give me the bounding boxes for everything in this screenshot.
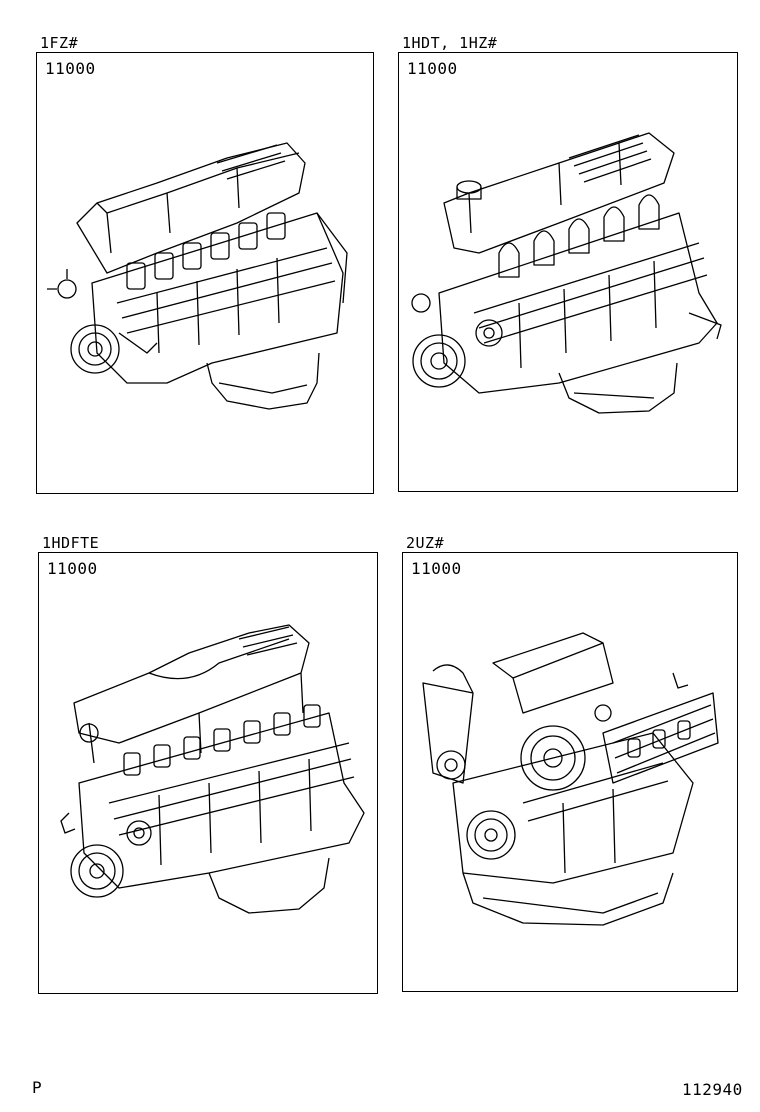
part-number: 11000 (411, 559, 462, 578)
engine-panel-2uz: 11000 (402, 552, 738, 992)
page-code: P (32, 1078, 42, 1097)
engine-label-2uz: 2UZ# (406, 534, 445, 552)
engine-label-1hdfte: 1HDFTE (42, 534, 100, 552)
engine-label-1fz: 1FZ# (40, 34, 79, 52)
inline-six-diesel-engine-illustration (399, 53, 737, 491)
part-number: 11000 (407, 59, 458, 78)
inline-six-turbo-diesel-engine-illustration (39, 553, 377, 993)
inline-six-engine-illustration (37, 53, 373, 493)
v8-engine-illustration (403, 553, 737, 991)
engine-panel-1hdfte: 11000 (38, 552, 378, 994)
illustration-number: 112940 (682, 1080, 743, 1099)
part-number: 11000 (47, 559, 98, 578)
part-number: 11000 (45, 59, 96, 78)
engine-panel-1hdt-1hz: 11000 (398, 52, 738, 492)
engine-panel-1fz: 11000 (36, 52, 374, 494)
engine-label-1hdt-1hz: 1HDT, 1HZ# (402, 34, 498, 52)
